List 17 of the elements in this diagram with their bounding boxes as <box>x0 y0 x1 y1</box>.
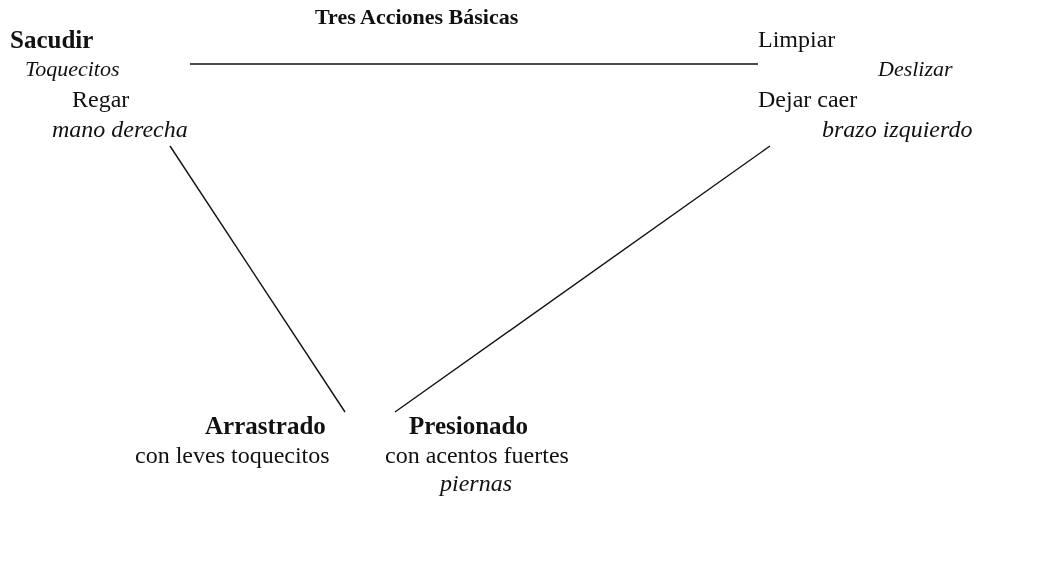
action-text: Deslizar <box>878 56 953 82</box>
action-text: brazo izquierdo <box>822 116 973 143</box>
action-heading: Sacudir <box>10 26 94 54</box>
action-text: Toquecitos <box>25 56 120 82</box>
body-part-label: piernas <box>440 470 512 497</box>
action-heading: Arrastrado <box>205 412 326 440</box>
connector-line <box>189 63 759 65</box>
connector-line <box>169 145 346 413</box>
action-text: Regar <box>72 86 130 113</box>
action-text: Dejar caer <box>758 86 858 113</box>
action-text: con acentos fuertes <box>385 442 569 469</box>
connector-line <box>394 145 771 413</box>
action-text: con leves toquecitos <box>135 442 330 469</box>
action-heading: Presionado <box>409 412 528 440</box>
action-text: Limpiar <box>758 26 836 53</box>
diagram-title: Tres Acciones Básicas <box>315 4 519 30</box>
action-text: mano derecha <box>52 116 188 143</box>
